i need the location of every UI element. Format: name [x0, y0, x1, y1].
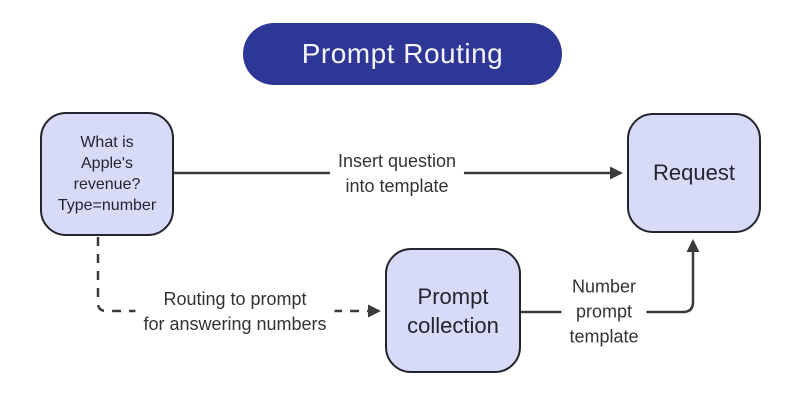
node-prompt-collection-line-1: Prompt — [417, 283, 489, 309]
node-question-line-1: What is — [80, 134, 134, 151]
node-question-line-3: revenue? — [73, 176, 141, 193]
edge-label-routing-line-2: for answering numbers — [143, 314, 327, 334]
edge-number-template-line — [521, 239, 700, 314]
node-question-line-4: Type=number — [57, 197, 157, 214]
edge-label-insert-question-line-2: into template — [345, 176, 449, 196]
edge-label-routing-line-1: Routing to prompt — [163, 289, 307, 309]
node-request-label: Request — [653, 160, 735, 185]
node-question: What is Apple's revenue? Type=number — [40, 112, 174, 236]
edge-label-insert-question: Insert question into template — [329, 148, 465, 200]
edge-label-number-template-line-1: Number — [571, 276, 637, 297]
edge-label-insert-question-line-1: Insert question — [337, 151, 457, 171]
edge-routing-dashed-line — [96, 237, 381, 318]
edge-label-number-template-line-2: prompt — [575, 301, 633, 322]
diagram-title-pill: Prompt Routing — [243, 23, 562, 85]
node-request: Request — [627, 113, 761, 233]
diagram-title: Prompt Routing — [301, 38, 504, 69]
edge-label-routing: Routing to prompt for answering numbers — [135, 286, 335, 338]
edge-label-number-template-line-3: template — [569, 326, 639, 347]
node-prompt-collection: Prompt collection — [385, 248, 521, 373]
node-question-line-2: Apple's — [81, 155, 133, 172]
edge-label-number-template: Number prompt template — [561, 273, 647, 351]
node-prompt-collection-line-2: collection — [407, 312, 499, 338]
